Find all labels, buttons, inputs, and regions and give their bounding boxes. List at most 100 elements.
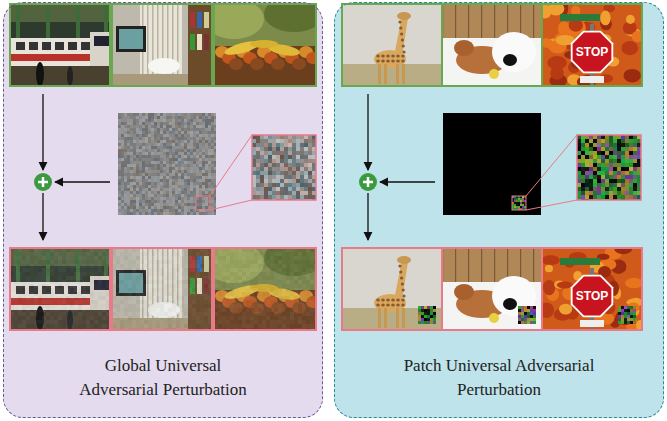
photo: [204, 240, 324, 330]
photo-part: [397, 256, 411, 264]
photo-part: [600, 10, 610, 25]
photo-part: [140, 4, 182, 86]
stop-sign: [573, 33, 612, 72]
panel-caption: Patch Universal Adversarial Perturbation: [403, 354, 595, 403]
photo-part: [398, 264, 401, 267]
photo-part: [68, 42, 77, 50]
panel: Global Universal Adversarial Perturbatio…: [3, 2, 323, 418]
photo-part: [223, 283, 260, 302]
photo-part: [148, 58, 180, 74]
noise: [10, 248, 110, 330]
photo-part: [398, 20, 401, 23]
photo-part: [119, 29, 143, 49]
photo-part: [188, 4, 212, 86]
photo: [342, 248, 442, 330]
photo: [204, 0, 324, 86]
photo-part: [10, 248, 110, 266]
zoom-leader: [526, 135, 577, 196]
photo-part: [90, 32, 110, 66]
plus-symbol: [38, 177, 48, 187]
photo-part: [399, 26, 402, 29]
photo-part: [342, 248, 442, 330]
photo-part: [386, 298, 390, 301]
perturbation-overlay: [10, 248, 110, 330]
photo-part: [391, 54, 395, 57]
photo-part: [401, 298, 405, 301]
perturbation-overlay: [112, 248, 212, 330]
photo-part: [42, 42, 51, 50]
photo-border: [542, 248, 642, 330]
photo-part: [250, 40, 278, 48]
zoom-view: [252, 135, 316, 200]
photo-part: [94, 36, 110, 46]
photo-part: [214, 248, 264, 283]
panel: Patch Universal Adversarial Perturbation: [334, 2, 664, 418]
sign-text: STOP: [576, 289, 608, 303]
photo-part: [381, 298, 385, 301]
photo-part: [285, 296, 299, 308]
zoom-view: [577, 135, 641, 200]
photo-part: [29, 42, 38, 50]
photo-part: [621, 41, 638, 55]
photo: [342, 4, 442, 86]
photo-part: [402, 294, 405, 297]
photo-part: [454, 284, 474, 300]
photo-part: [172, 4, 174, 86]
photo-part: [632, 31, 642, 42]
panel-caption: Global Universal Adversarial Perturbatio…: [67, 354, 259, 403]
photo-part: [306, 52, 316, 64]
flow-arrow: [367, 94, 368, 170]
photo: [538, 0, 644, 106]
photo-part: [401, 38, 404, 41]
photo-part: [10, 310, 110, 330]
photo-part: [148, 302, 180, 318]
photo-part: [399, 270, 402, 273]
photo-part: [243, 296, 257, 308]
photo-border: [442, 248, 542, 330]
photo-part: [90, 276, 110, 310]
photo-part: [376, 54, 380, 57]
photo-part: [36, 62, 44, 86]
global-perturbation: [118, 113, 216, 215]
photo-part: [67, 310, 73, 330]
photo-part: [401, 303, 405, 306]
photo-part: [489, 69, 499, 79]
photo-part: [402, 44, 405, 47]
photo-border: [112, 248, 212, 330]
photo-part: [157, 4, 159, 86]
photo-part: [559, 304, 572, 315]
zoom-source: [512, 196, 526, 210]
plus-symbol: [363, 177, 373, 187]
stop-sign: [571, 31, 613, 73]
photo-part: [542, 38, 553, 48]
photo-part: [204, 12, 209, 28]
zoom-border: [577, 135, 641, 200]
photo-part: [481, 248, 482, 282]
photo: [442, 248, 542, 330]
photo: [112, 248, 212, 330]
photo-border: [442, 4, 542, 86]
photo-part: [455, 248, 456, 282]
noise: [214, 248, 316, 330]
photo-part: [381, 303, 385, 306]
photo-part: [55, 42, 64, 50]
photo-part: [401, 282, 404, 285]
photo-part: [386, 59, 390, 62]
sign-text: STOP: [576, 45, 608, 59]
photo-part: [267, 286, 300, 301]
noise: [418, 306, 436, 324]
photo-part: [489, 313, 499, 323]
photo-part: [503, 54, 517, 66]
photo-part: [560, 258, 600, 265]
photo-part: [152, 4, 154, 86]
photo-part: [46, 248, 50, 310]
photo-part: [190, 12, 195, 28]
photo-part: [396, 59, 400, 62]
flow-arrow: [42, 94, 43, 170]
photo-part: [533, 4, 534, 38]
photo-part: [67, 66, 73, 86]
photo-part: [557, 281, 573, 288]
photo-part: [271, 58, 285, 70]
zoom-leader: [210, 200, 252, 210]
